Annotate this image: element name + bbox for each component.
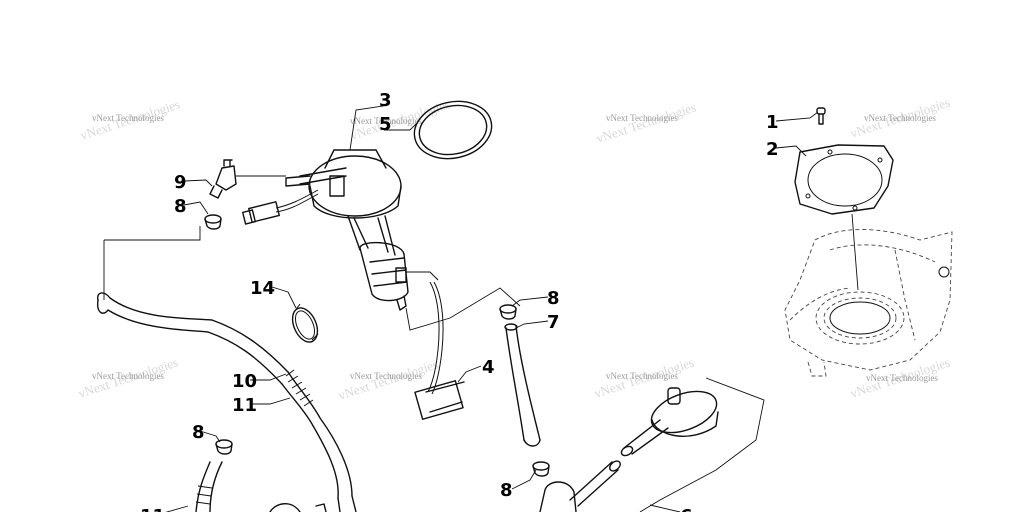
callout-8: 8 (192, 422, 205, 443)
leader-lines (165, 105, 819, 512)
mounting-plate (794, 144, 894, 215)
fuel-tank (784, 229, 953, 377)
callout-1: 1 (766, 112, 779, 133)
callout-9: 9 (174, 172, 187, 193)
callout-8: 8 (500, 480, 513, 501)
wiring-connector (241, 189, 319, 225)
watermark: vNext Technologies (866, 373, 938, 383)
callout-2: 2 (766, 139, 779, 160)
harness-connector (414, 281, 465, 420)
callout-8: 8 (547, 288, 560, 309)
callout-8: 8 (174, 196, 187, 217)
watermark: vNext Technologies (606, 371, 678, 381)
spring-clip (291, 303, 319, 343)
callout-10: 10 (232, 371, 257, 392)
leader-line (851, 213, 859, 291)
watermark: vNext Technologies (350, 371, 422, 381)
elbow-fitting (209, 159, 286, 199)
callout-6: 6 (680, 506, 693, 512)
watermark: vNext Technologies (92, 113, 164, 123)
fuel-filter-assembly (539, 387, 719, 512)
hose-clamp (204, 214, 222, 230)
callout-11: 11 (232, 395, 257, 416)
lower-hose (195, 461, 327, 512)
watermark: vNext Technologies (864, 113, 936, 123)
watermarks: vNext Technologies vNext Technologies vN… (76, 94, 951, 402)
fuel-hose (96, 292, 357, 512)
callout-14: 14 (250, 278, 275, 299)
hose-clamp (499, 304, 517, 320)
o-ring (413, 100, 493, 160)
callout-5: 5 (379, 114, 392, 135)
vent-hose (504, 323, 541, 447)
hose-clamp (532, 461, 550, 477)
screw (816, 107, 826, 125)
fuel-pump-assembly (308, 149, 439, 311)
callout-11: 11 (140, 506, 165, 512)
watermark: vNext Technologies (92, 371, 164, 381)
callout-3: 3 (379, 90, 392, 111)
callout-4: 4 (482, 357, 495, 378)
watermark: vNext Technologies (606, 113, 678, 123)
watermark: vNext Technologies (350, 116, 422, 126)
hose-clamp (215, 439, 233, 455)
callout-7: 7 (547, 312, 560, 333)
assembly-bracket-lines (103, 226, 765, 512)
pump-outlet-hose (285, 167, 347, 187)
callouts: 1 2 3 5 9 8 14 8 7 4 10 11 8 8 11 6 (140, 90, 779, 512)
